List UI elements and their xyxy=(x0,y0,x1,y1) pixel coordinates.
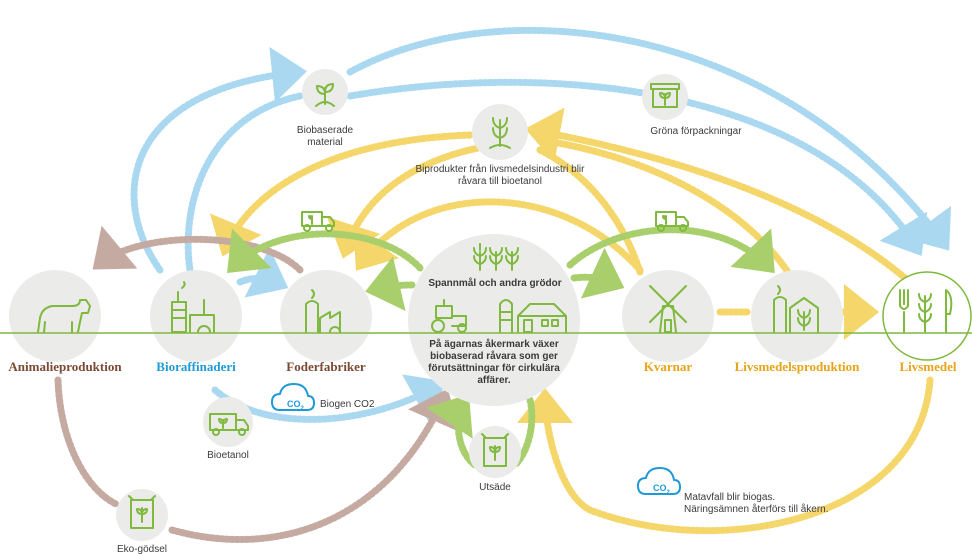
label-bioethanol: Bioetanol xyxy=(207,450,249,461)
node-feed-circle xyxy=(280,270,372,362)
label-byproducts: Biprodukter från livsmedelsindustri blir… xyxy=(415,164,585,187)
flow-blue-top-arc xyxy=(346,26,951,251)
label-eco-fertilizer: Eko-gödsel xyxy=(116,544,168,555)
label-green-packaging: Gröna förpackningar xyxy=(650,126,742,137)
flow-yellow-byproducts-to-biorefinery xyxy=(209,131,474,257)
center-description: På ägarnas åkermark växer biobaserad råv… xyxy=(428,339,560,386)
flow-green-center-to-foodprod xyxy=(566,226,775,274)
co2-symbol: CO2 xyxy=(653,483,670,496)
flow-brown-fertilizer-to-center xyxy=(168,388,460,543)
flow-blue-biorefinery-to-biobased xyxy=(130,46,307,274)
windmill-icon xyxy=(649,285,687,333)
node-center-circle xyxy=(408,234,580,406)
node-animal-circle xyxy=(9,270,101,362)
wheat-icon xyxy=(489,117,511,149)
flow-yellow-mill-to-feed xyxy=(353,198,644,274)
node-foodprod-circle xyxy=(751,270,843,362)
truck-icon xyxy=(301,211,335,232)
node-title-mill: Kvarnar xyxy=(643,359,693,374)
flow-green-center-to-mill xyxy=(570,247,625,299)
tractor-icon xyxy=(431,299,467,333)
feed-factory-icon xyxy=(305,289,341,333)
co2-symbol: CO2 xyxy=(287,399,304,412)
sprout-icon xyxy=(315,83,335,107)
node-title-biorefinery: Bioraffinaderi xyxy=(156,359,236,374)
cow-icon xyxy=(37,299,91,333)
node-food-circle xyxy=(882,271,972,361)
truck-icon xyxy=(209,413,249,436)
flow-yellow-food-to-center xyxy=(517,376,934,535)
farmhouse-icon xyxy=(517,303,567,333)
sack-icon xyxy=(481,433,509,467)
flow-green-center-to-feed xyxy=(365,256,416,311)
flow-green-seed-loop xyxy=(426,394,479,469)
biorefinery-icon xyxy=(171,281,215,333)
node-title-food: Livsmedel xyxy=(899,359,957,374)
flow-yellow-food-to-byproducts xyxy=(525,107,909,282)
flow-brown-biorefinery-to-animal xyxy=(92,225,304,274)
node-title-foodprod: Livsmedelsproduktion xyxy=(734,359,860,374)
flow-blue-biorefinery-to-feed xyxy=(236,247,289,298)
label-food-waste: Matavfall blir biogas. Näringsämnen åter… xyxy=(684,492,829,515)
node-title-feed: Foderfabriker xyxy=(286,359,366,374)
silo-icon xyxy=(499,299,513,333)
flow-blue-biobased-to-biorefinery xyxy=(184,92,304,274)
cloud-icon xyxy=(271,383,315,411)
cutlery-icon xyxy=(899,289,953,333)
node-mill-circle xyxy=(622,270,714,362)
flow-yellow-mill-to-byproducts xyxy=(536,146,644,276)
label-seed: Utsäde xyxy=(479,482,511,493)
flow-brown-animal-to-fertilizer xyxy=(54,376,122,509)
sack-icon xyxy=(128,495,156,529)
food-factory-icon xyxy=(773,285,819,333)
center-top-label: Spannmål och andra grödor xyxy=(428,278,562,289)
box-icon xyxy=(650,83,680,108)
label-biogen-co2: Biogen CO2 xyxy=(320,399,375,410)
flow-green-center-to-biorefinery xyxy=(227,228,424,273)
wheat-icon xyxy=(473,243,519,271)
truck-icon xyxy=(655,211,689,232)
cloud-icon xyxy=(637,467,681,495)
label-biobased: Biobaserade material xyxy=(296,125,354,148)
node-title-animal: Animalieproduktion xyxy=(8,359,122,374)
